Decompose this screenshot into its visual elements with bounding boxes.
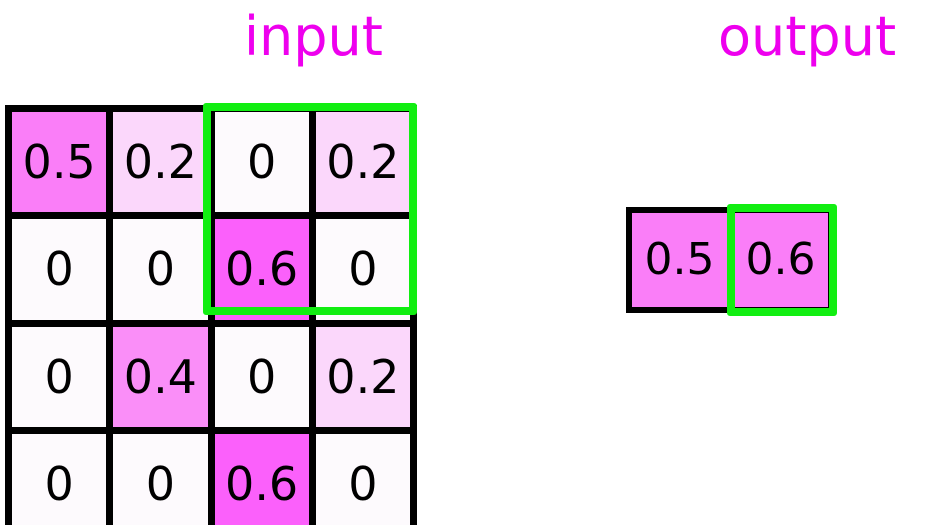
input-matrix-cell-value: 0.6 — [225, 242, 299, 297]
input-matrix-cell: 0.4 — [113, 326, 208, 427]
input-matrix-cell-value: 0.5 — [22, 135, 96, 190]
input-matrix-cell: 0 — [12, 326, 107, 427]
input-matrix-cell: 0 — [113, 433, 208, 525]
input-matrix-cell: 0 — [12, 219, 107, 320]
input-matrix-cell-value: 0.6 — [225, 456, 299, 511]
input-matrix-cell-value: 0.2 — [123, 135, 197, 190]
input-matrix-cell: 0.6 — [214, 219, 309, 320]
input-matrix-cell-value: 0.2 — [326, 135, 400, 190]
input-matrix-cell-value: 0 — [145, 242, 176, 297]
input-matrix-cell: 0 — [315, 219, 410, 320]
input-matrix-cell: 0 — [214, 112, 309, 213]
input-matrix-cell: 0 — [12, 433, 107, 525]
output-matrix-cell-value: 0.5 — [644, 234, 715, 285]
input-matrix-cell-value: 0 — [348, 456, 378, 511]
input-matrix-cell-value: 0.2 — [326, 349, 400, 404]
output-matrix-cell: 0.6 — [733, 213, 828, 307]
input-matrix-cell-value: 0 — [44, 242, 74, 297]
input-matrix-cell-value: 0 — [246, 135, 277, 190]
input-matrix-cell: 0.2 — [113, 112, 208, 213]
input-matrix-cell-value: 0 — [348, 242, 378, 297]
output-matrix-cell-value: 0.6 — [745, 234, 816, 285]
input-matrix-cell-value: 0 — [246, 349, 277, 404]
input-matrix-grid: 0.5 0.2 0 0.2 0 0 0.6 0 0 0.4 0 0.2 0 0 0.6 0 — [5, 105, 417, 525]
input-matrix-cell: 0.2 — [315, 112, 410, 213]
input-panel-title: input — [244, 5, 383, 68]
input-matrix-cell: 0.6 — [214, 433, 309, 525]
input-matrix-cell: 0.5 — [12, 112, 107, 213]
input-matrix-cell-value: 0 — [145, 456, 176, 511]
input-matrix-cell: 0 — [113, 219, 208, 320]
output-panel-title: output — [718, 5, 897, 68]
input-matrix-cell-value: 0 — [44, 456, 74, 511]
input-matrix-cell: 0 — [214, 326, 309, 427]
input-matrix-cell-value: 0.4 — [123, 349, 197, 404]
output-matrix-grid: 0.5 0.6 — [626, 207, 834, 313]
input-matrix-cell-value: 0 — [44, 349, 74, 404]
input-matrix-cell: 0 — [315, 433, 410, 525]
output-matrix-cell: 0.5 — [632, 213, 727, 307]
input-matrix-cell: 0.2 — [315, 326, 410, 427]
